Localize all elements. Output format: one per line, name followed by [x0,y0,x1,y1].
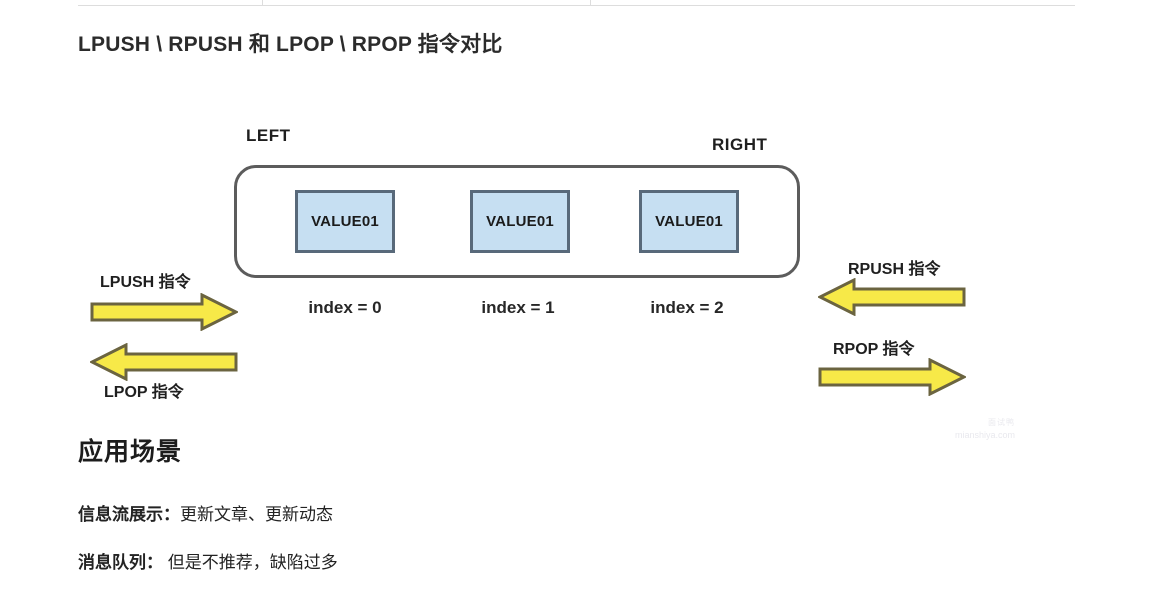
rpop-arrow-right-icon [818,358,966,396]
watermark: 面试鸭 mianshiya.com [925,418,1015,441]
value-box-2: VALUE01 [639,190,739,253]
index-label-2: index = 2 [650,298,724,317]
label-right-end: RIGHT [712,135,768,154]
rpush-arrow-left-icon [818,278,966,316]
usage-item-1-label: 消息队列： [78,553,163,572]
watermark-cn-text: 面试鸭 [988,418,1015,427]
value-box-0: VALUE01 [295,190,395,253]
table-remnant-top [78,0,1075,6]
usage-item-1: 消息队列： 但是不推荐，缺陷过多 [78,548,338,573]
lpush-label: LPUSH 指令 [100,274,191,291]
usage-item-0: 信息流展示：更新文章、更新动态 [78,500,333,525]
usage-item-0-text: 更新文章、更新动态 [180,505,333,524]
watermark-url-text: mianshiya.com [954,429,1015,440]
table-cell-divider [590,0,591,5]
usage-item-0-label: 信息流展示： [78,505,180,524]
lpop-label: LPOP 指令 [104,384,184,401]
value-box-1: VALUE01 [470,190,570,253]
lpop-arrow-left-icon [90,343,238,381]
usage-item-1-text: 但是不推荐，缺陷过多 [163,553,338,572]
rpop-label: RPOP 指令 [833,341,915,358]
index-label-0: index = 0 [308,298,382,317]
lpush-arrow-right-icon [90,293,238,331]
index-label-1: index = 1 [481,298,555,317]
label-left-end: LEFT [246,126,291,145]
rpush-label: RPUSH 指令 [848,261,941,278]
list-structure-diagram: LEFT RIGHT VALUE01 VALUE01 VALUE01 index… [0,110,1149,440]
page-title: LPUSH \ RPUSH 和 LPOP \ RPOP 指令对比 [78,33,503,56]
section-heading-usage: 应用场景 [78,438,183,466]
table-cell-divider [262,0,263,5]
